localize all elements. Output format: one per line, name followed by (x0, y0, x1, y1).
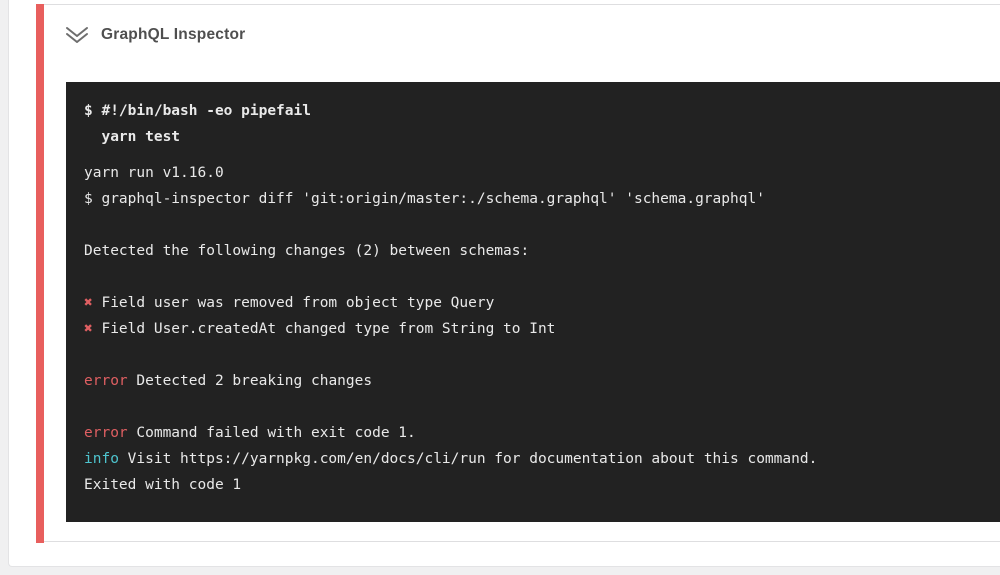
content-panel: GraphQL Inspector $ #!/bin/bash -eo pipe… (8, 0, 1000, 567)
terminal-log: yarn run v1.16.0$ graphql-inspector diff… (84, 165, 818, 493)
double-chevron-down-icon[interactable] (64, 24, 90, 46)
failed-step-accent-bar (36, 4, 44, 543)
step-title: GraphQL Inspector (101, 26, 246, 43)
terminal-command: $ #!/bin/bash -eo pipefail yarn test (84, 103, 311, 145)
terminal-output: $ #!/bin/bash -eo pipefail yarn test yar… (66, 82, 1000, 522)
step-header[interactable]: GraphQL Inspector (64, 22, 245, 48)
step-card-graphql-inspector: GraphQL Inspector $ #!/bin/bash -eo pipe… (36, 4, 1000, 543)
